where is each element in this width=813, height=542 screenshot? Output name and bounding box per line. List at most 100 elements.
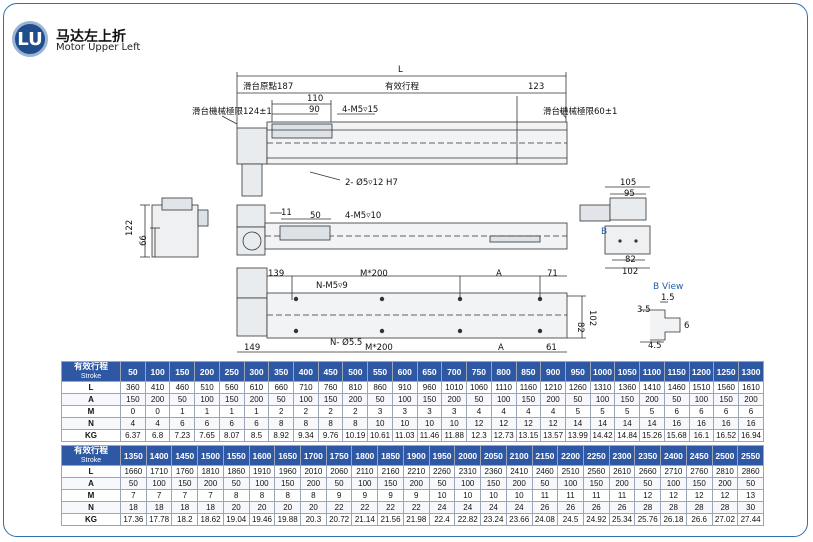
table-cell: 5 — [589, 405, 616, 418]
table-cell: 8.5 — [243, 429, 270, 442]
stroke-cell: 800 — [490, 361, 517, 382]
table-cell: 50 — [222, 477, 250, 490]
table-cell: 26 — [531, 501, 559, 514]
table-cell: 10 — [441, 417, 468, 430]
table-cell: 2 — [268, 405, 295, 418]
table-cell: 18.62 — [197, 513, 224, 526]
table-cell: 14 — [614, 417, 641, 430]
page-subtitle: Motor Upper Left — [56, 42, 141, 53]
table-cell: 8.92 — [268, 429, 295, 442]
table-cell: 7 — [120, 489, 147, 502]
stroke-cell: 1850 — [377, 445, 404, 466]
table-cell: 50 — [325, 477, 353, 490]
table-cell: 2610 — [608, 465, 636, 478]
table-cell: 16.94 — [737, 429, 765, 442]
table-cell: 1960 — [274, 465, 302, 478]
table-cell: 1 — [218, 405, 245, 418]
dim-82-bottom: 82 — [575, 322, 585, 333]
stroke-cell: 250 — [218, 361, 245, 382]
table-cell: 24 — [480, 501, 507, 514]
table-cell: 20 — [248, 501, 276, 514]
table-cell: 5 — [564, 405, 591, 418]
dim-50: 50 — [310, 211, 321, 221]
table-cell: 2110 — [351, 465, 379, 478]
table-cell: 14.84 — [614, 429, 641, 442]
dim-A-top: A — [496, 269, 502, 279]
stroke-cell: 750 — [466, 361, 492, 382]
table-cell: 28 — [711, 501, 739, 514]
table-cell: 8 — [248, 489, 276, 502]
table-cell: 7.23 — [169, 429, 196, 442]
table-cell: 25.34 — [608, 513, 636, 526]
table-cell: 22 — [325, 501, 353, 514]
row-label: A — [61, 477, 121, 490]
stroke-cell: 1650 — [274, 445, 302, 466]
dim-limit-right: 滑台機械極限60±1 — [543, 106, 617, 117]
table-cell: 16.52 — [713, 429, 739, 442]
dim-102-bottom: 102 — [587, 310, 597, 326]
table-cell: 3 — [367, 405, 393, 418]
table-cell: 24 — [505, 501, 533, 514]
table-cell: 2810 — [711, 465, 739, 478]
table-cell: 1 — [194, 405, 220, 418]
table-cell: 30 — [737, 501, 764, 514]
table-cell: 3 — [391, 405, 418, 418]
table-cell: 6.37 — [120, 429, 146, 442]
table-cell: 100 — [391, 393, 418, 406]
table-cell: 50 — [268, 393, 295, 406]
table-cell: 3 — [441, 405, 468, 418]
stroke-cell: 350 — [268, 361, 295, 382]
stroke-cell: 1800 — [351, 445, 379, 466]
table-cell: 6 — [713, 405, 739, 418]
row-label: KG — [61, 513, 121, 526]
table-cell: 23.66 — [505, 513, 533, 526]
table-cell: 510 — [194, 381, 220, 394]
stroke-cell: 2500 — [711, 445, 739, 466]
table-cell: 15.68 — [663, 429, 690, 442]
table-cell: 26 — [608, 501, 636, 514]
page-frame — [3, 3, 808, 537]
stroke-cell: 1350 — [120, 445, 147, 466]
table-cell: 50 — [466, 393, 492, 406]
stroke-cell: 1150 — [663, 361, 690, 382]
dim-A-bottom: A — [498, 343, 504, 353]
table-cell: 6 — [688, 405, 715, 418]
table-cell: 10 — [505, 489, 533, 502]
table-cell: 8 — [222, 489, 250, 502]
dim-102: 102 — [622, 267, 638, 277]
table-cell: 150 — [614, 393, 641, 406]
table-cell: 6 — [169, 417, 196, 430]
table-cell: 100 — [660, 477, 687, 490]
table-cell: 22 — [377, 501, 404, 514]
table-cell: 1310 — [589, 381, 616, 394]
model-badge: LU — [12, 21, 48, 57]
stroke-cell: 500 — [342, 361, 369, 382]
table-cell: 1360 — [614, 381, 641, 394]
table-cell: 200 — [144, 393, 171, 406]
table-cell: 21.14 — [351, 513, 379, 526]
table-cell: 150 — [218, 393, 245, 406]
table-cell: 1760 — [171, 465, 199, 478]
table-cell: 18 — [197, 501, 224, 514]
table-cell: 100 — [293, 393, 319, 406]
table-cell: 50 — [367, 393, 393, 406]
dim-m200-bottom: M*200 — [365, 343, 393, 353]
table-cell: 200 — [197, 477, 224, 490]
view-marker-b: B — [601, 227, 607, 237]
table-cell: 2760 — [685, 465, 713, 478]
table-cell: 11 — [531, 489, 559, 502]
stroke-cell: 1450 — [171, 445, 199, 466]
table-cell: 1860 — [222, 465, 250, 478]
table-cell: 150 — [713, 393, 739, 406]
table-cell: 960 — [416, 381, 443, 394]
table-cell: 810 — [342, 381, 369, 394]
table-cell: 6.8 — [144, 429, 171, 442]
table-cell: 24 — [428, 501, 456, 514]
technical-drawing: L 滑台原點187 有效行程 123 110 90 4-M5▿15 滑台機械極限… — [125, 65, 689, 353]
stroke-cell: 1300 — [737, 361, 765, 382]
b-view-title: B View — [653, 282, 683, 292]
